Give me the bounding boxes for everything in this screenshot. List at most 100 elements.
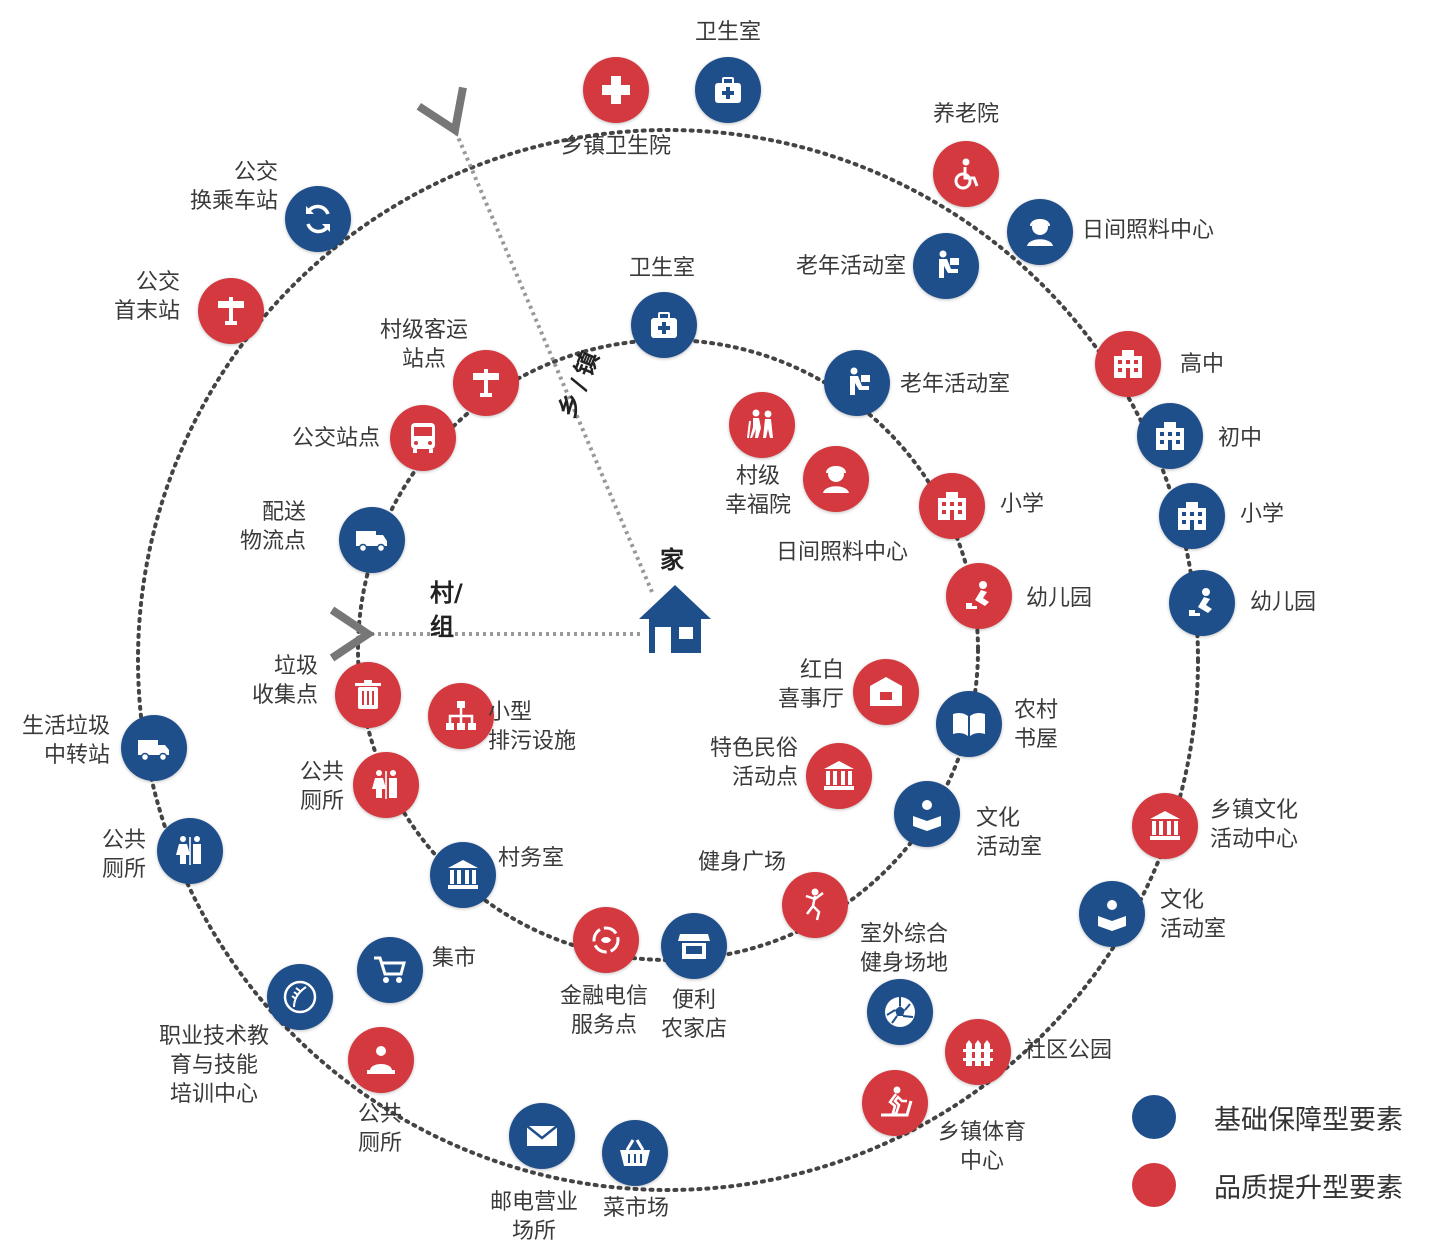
wheelchair-icon <box>954 158 979 190</box>
elderly-reading-icon <box>850 367 870 395</box>
facility-node-16 <box>348 1027 414 1093</box>
legend-basic-swatch <box>1132 1095 1176 1139</box>
facility-label-43: 室外综合健身场地 <box>859 922 949 976</box>
facility-label-3: 养老院 <box>932 102 1000 127</box>
reader-icon <box>1098 900 1126 931</box>
facility-label-5: 老年活动室 <box>795 254 906 279</box>
facility-node-21 <box>285 186 351 252</box>
facility-node-14 <box>602 1120 668 1186</box>
facility-label-25: 幼儿园 <box>1026 586 1093 611</box>
facility-node-27 <box>894 781 960 847</box>
outer-ring <box>136 128 1200 1192</box>
facility-node-3 <box>933 141 999 207</box>
facility-label-24: 小学 <box>1000 492 1045 517</box>
facility-label-35: 公交站点 <box>291 426 380 451</box>
facility-node-31 <box>430 842 496 908</box>
facility-label-8: 小学 <box>1240 502 1285 527</box>
legend-basic-label: 基础保障型要素 <box>1214 1105 1403 1136</box>
facility-label-13: 乡镇体育中心 <box>937 1120 1027 1174</box>
facility-label-10: 乡镇文化活动中心 <box>1210 798 1299 852</box>
soccer-ball-icon <box>885 997 915 1027</box>
facility-label-7: 初中 <box>1218 426 1263 451</box>
facility-node-25 <box>946 563 1012 629</box>
finance-cycle-icon <box>592 926 620 954</box>
facility-node-24 <box>919 473 985 539</box>
facility-label-42: 集市 <box>432 946 477 971</box>
facility-label-31: 村务室 <box>498 846 565 871</box>
facility-node-36 <box>453 350 519 416</box>
facility-node-10 <box>1132 793 1198 859</box>
museum-icon <box>448 860 478 889</box>
facility-node-1 <box>695 57 761 123</box>
facility-node-39 <box>853 659 919 725</box>
facility-label-29: 便利农家店 <box>660 988 728 1042</box>
facility-label-40: 特色民俗活动点 <box>709 736 798 790</box>
facility-label-9: 幼儿园 <box>1250 590 1317 615</box>
facility-node-32 <box>353 752 419 818</box>
facility-node-13 <box>862 1070 928 1136</box>
school-building-icon <box>938 492 966 520</box>
facility-label-37: 村级幸福院 <box>724 464 792 518</box>
facility-label-20: 公交首末站 <box>113 270 180 324</box>
legend-quality-label: 品质提升型要素 <box>1214 1173 1403 1204</box>
garbage-truck-icon <box>138 740 169 762</box>
refresh-arrows-icon <box>306 204 330 234</box>
facility-node-18 <box>157 818 223 884</box>
first-aid-kit-icon <box>715 77 741 103</box>
facility-node-35 <box>390 405 456 471</box>
facility-label-33: 垃圾收集点 <box>251 654 318 708</box>
facility-node-26 <box>936 691 1002 757</box>
storefront-icon <box>678 934 710 959</box>
facility-label-15: 邮电营业场所 <box>489 1190 579 1244</box>
facility-label-12: 社区公园 <box>1024 1038 1113 1063</box>
basket-icon <box>620 1139 650 1166</box>
facility-label-14: 菜市场 <box>602 1196 670 1221</box>
facility-label-22: 卫生室 <box>628 256 696 281</box>
facility-label-26: 农村书屋 <box>1014 698 1059 752</box>
facility-node-30 <box>573 907 639 973</box>
facility-node-33 <box>335 662 401 728</box>
facility-node-8 <box>1159 483 1225 549</box>
org-chart-icon <box>446 701 476 730</box>
museum-icon <box>1150 811 1180 840</box>
bus-icon <box>411 423 435 453</box>
facility-label-32: 公共厕所 <box>299 760 344 814</box>
facility-label-17: 职业技术教育与技能培训中心 <box>158 1024 270 1107</box>
facility-label-16: 公共厕所 <box>357 1102 403 1156</box>
facility-label-6: 高中 <box>1180 352 1225 377</box>
facility-node-22 <box>631 292 697 358</box>
facility-node-5 <box>913 233 979 299</box>
banquet-hall-icon <box>870 677 902 706</box>
facility-node-9 <box>1169 570 1235 636</box>
facility-node-43 <box>867 979 933 1045</box>
facility-node-42 <box>357 937 423 1003</box>
home-icon <box>637 583 713 655</box>
wheat-emblem-icon <box>283 980 317 1014</box>
facility-node-29 <box>661 913 727 979</box>
school-building-icon <box>1156 422 1184 450</box>
facility-label-1: 卫生室 <box>694 20 762 45</box>
facility-node-37 <box>729 392 795 458</box>
caregiver-icon <box>1027 219 1053 246</box>
facility-node-7 <box>1137 403 1203 469</box>
facility-label-28: 健身广场 <box>697 850 787 875</box>
facility-node-28 <box>782 872 848 938</box>
child-play-icon <box>966 581 989 609</box>
caregiver-icon <box>823 466 849 493</box>
facility-label-34: 配送物流点 <box>239 500 306 554</box>
facility-label-38: 日间照料中心 <box>775 540 909 565</box>
facility-label-30: 金融电信服务点 <box>559 984 649 1038</box>
facility-label-11: 文化活动室 <box>1160 888 1227 942</box>
shopping-cart-icon <box>374 956 406 983</box>
legend-quality-swatch <box>1132 1163 1176 1207</box>
first-aid-kit-icon <box>651 312 677 338</box>
service-person-icon <box>367 1046 395 1074</box>
bus-stop-sign-icon <box>473 369 499 397</box>
facility-node-20 <box>198 278 264 344</box>
elderly-couple-icon <box>747 409 773 439</box>
facility-node-11 <box>1079 881 1145 947</box>
school-building-icon <box>1178 502 1206 530</box>
facility-label-2: 乡镇卫生院 <box>560 134 672 159</box>
facility-node-41 <box>428 683 494 749</box>
